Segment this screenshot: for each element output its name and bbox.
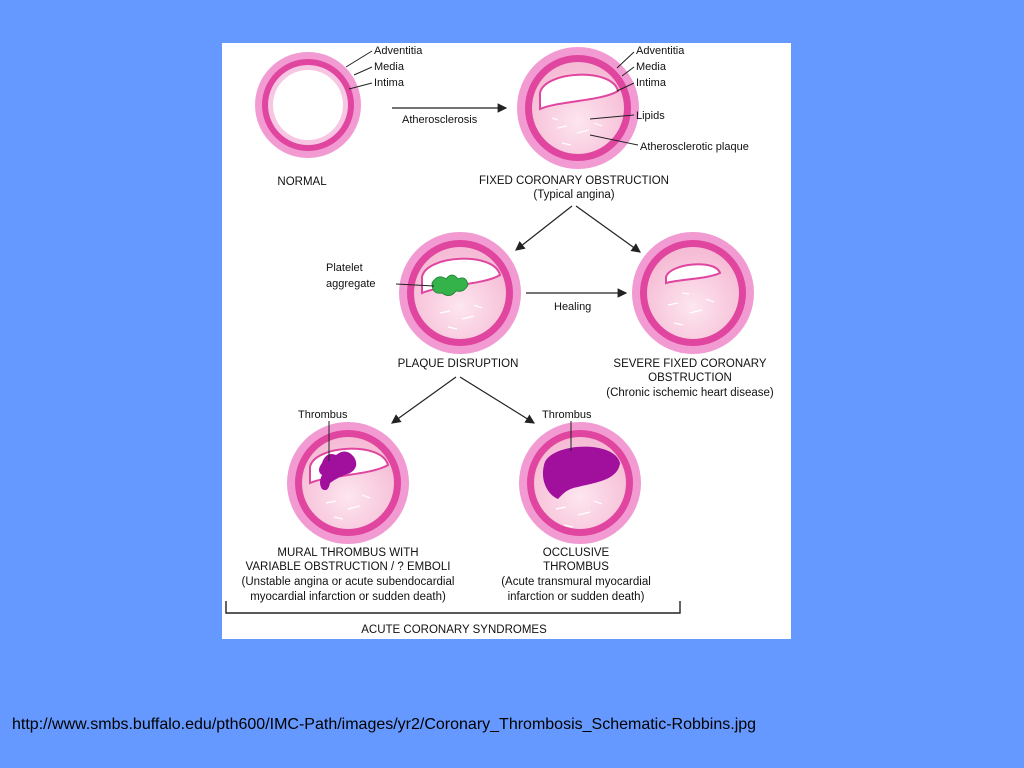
caption-occlusive: OCCLUSIVE xyxy=(543,547,610,559)
label-aggregate: aggregate xyxy=(326,278,376,290)
arrow-to-severe xyxy=(575,205,641,253)
label-adventitia: Adventitia xyxy=(374,45,423,57)
caption-mural-4: myocardial infarction or sudden death) xyxy=(250,591,446,603)
vessel-mural-thrombus xyxy=(287,422,409,544)
caption-severe-fixed: SEVERE FIXED CORONARY xyxy=(613,358,766,370)
label-lipids: Lipids xyxy=(636,110,665,122)
caption-fixed-obstruction-sub: (Typical angina) xyxy=(533,189,614,201)
label-atherosclerotic-plaque: Atherosclerotic plaque xyxy=(640,141,749,153)
label-thrombus-2: Thrombus xyxy=(542,409,592,421)
arrow-label-atherosclerosis: Atherosclerosis xyxy=(402,114,478,126)
label-lines-normal xyxy=(345,50,373,90)
caption-fixed-obstruction: FIXED CORONARY OBSTRUCTION xyxy=(479,175,669,187)
source-url: http://www.smbs.buffalo.edu/pth600/IMC-P… xyxy=(12,716,757,733)
caption-mural-3: (Unstable angina or acute subendocardial xyxy=(242,576,455,588)
occlusive-thrombus xyxy=(542,446,620,499)
caption-mural: MURAL THROMBUS WITH xyxy=(277,547,418,559)
label-line-platelet xyxy=(395,283,435,287)
vessel-severe-fixed xyxy=(632,232,754,354)
vessel-plaque-disruption xyxy=(399,232,521,354)
platelet-aggregate xyxy=(431,274,469,296)
vessel-fixed-obstruction xyxy=(517,47,639,169)
arrow-to-disruption xyxy=(515,205,573,251)
label-adventitia-2: Adventitia xyxy=(636,45,685,57)
caption-acute-coronary-syndromes: ACUTE CORONARY SYNDROMES xyxy=(361,624,547,636)
acs-bracket xyxy=(225,601,681,614)
label-intima: Intima xyxy=(374,77,405,89)
caption-occlusive-3: (Acute transmural myocardial xyxy=(501,576,651,588)
label-intima-2: Intima xyxy=(636,77,667,89)
arrow-label-healing: Healing xyxy=(554,301,591,313)
vessel-occlusive-thrombus xyxy=(519,422,641,544)
label-lines-fixed xyxy=(589,51,639,146)
caption-mural-2: VARIABLE OBSTRUCTION / ? EMBOLI xyxy=(246,561,451,573)
caption-occlusive-4: infarction or sudden death) xyxy=(508,591,645,603)
caption-severe-fixed-2: OBSTRUCTION xyxy=(648,372,732,384)
vessel-normal xyxy=(255,52,361,158)
caption-plaque-disruption: PLAQUE DISRUPTION xyxy=(398,358,519,370)
caption-normal: NORMAL xyxy=(277,176,327,188)
label-thrombus-1: Thrombus xyxy=(298,409,348,421)
label-media-2: Media xyxy=(636,61,667,73)
label-media: Media xyxy=(374,61,405,73)
caption-occlusive-2: THROMBUS xyxy=(543,561,609,573)
arrow-to-occlusive xyxy=(459,376,536,424)
coronary-thrombosis-schematic: Adventitia Media Intima Atherosclerosis … xyxy=(222,43,791,639)
mural-thrombus xyxy=(319,451,357,491)
arrow-to-mural xyxy=(391,376,457,424)
label-platelet: Platelet xyxy=(326,262,363,274)
caption-severe-fixed-3: (Chronic ischemic heart disease) xyxy=(606,387,774,399)
